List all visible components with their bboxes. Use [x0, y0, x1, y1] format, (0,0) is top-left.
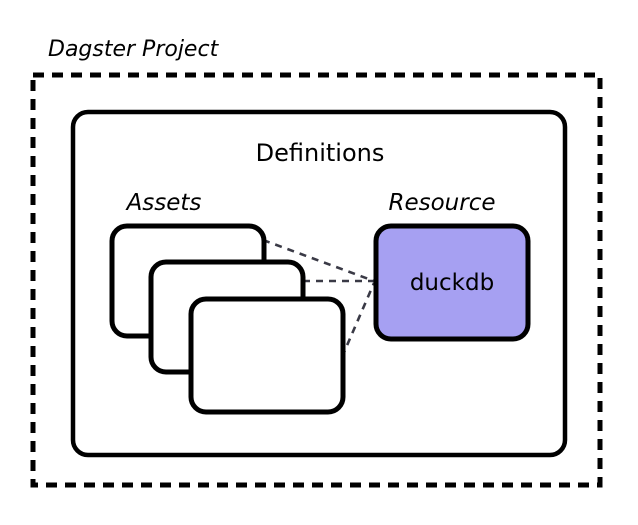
definitions-label: Definitions	[256, 139, 385, 167]
asset-card-3[interactable]	[188, 296, 346, 415]
resource-group-label: Resource	[388, 190, 495, 216]
diagram-title: Dagster Project	[48, 37, 220, 62]
assets-group-label: Assets	[125, 190, 202, 216]
connector-group	[262, 238, 376, 358]
duckdb-node[interactable]	[373, 223, 531, 342]
connector-asset-1-to-duckdb	[262, 238, 375, 283]
connector-asset-3-to-duckdb	[340, 282, 376, 358]
duckdb-node-label: duckdb	[410, 270, 494, 296]
